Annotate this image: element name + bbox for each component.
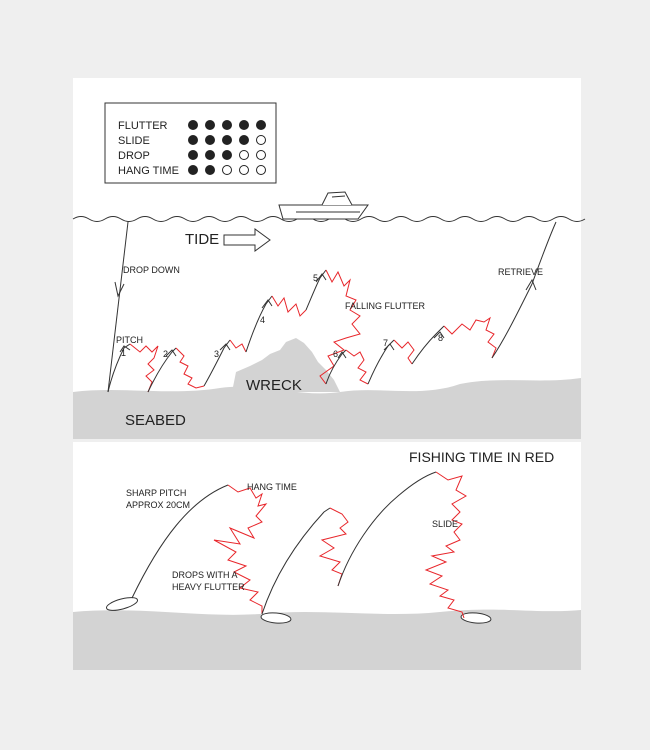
tide-label: TIDE	[185, 231, 219, 248]
wreck-label: WRECK	[246, 377, 302, 394]
rating-dot-filled	[188, 120, 198, 130]
step-number: 6	[333, 349, 338, 359]
step-number: 8	[438, 333, 443, 343]
legend-label-hang-time: HANG TIME	[118, 165, 179, 177]
drops-label-line1: DROPS WITH A	[172, 570, 238, 580]
pitch-curve	[261, 507, 331, 615]
seabed-ground	[73, 378, 581, 439]
wreck-shape	[232, 338, 340, 392]
step-number: 7	[383, 338, 388, 348]
rating-dot-filled	[239, 120, 249, 130]
rating-dot-empty	[256, 165, 266, 175]
drops-label-line2: HEAVY FLUTTER	[172, 582, 245, 592]
step-number: 4	[260, 315, 265, 325]
legend: FLUTTER SLIDE DROP HANG TIME	[104, 102, 277, 184]
rating-dot-filled	[205, 165, 215, 175]
step-number: 2	[163, 349, 168, 359]
rating-dot-filled	[256, 120, 266, 130]
fishing-time-title: FISHING TIME IN RED	[409, 449, 554, 465]
tide-arrow-icon	[223, 228, 271, 252]
rating-dot-filled	[222, 150, 232, 160]
hang-time-label: HANG TIME	[247, 482, 297, 492]
rating-dot-filled	[239, 135, 249, 145]
pitch-label: PITCH	[116, 335, 143, 345]
sharp-pitch-label-line2: APPROX 20CM	[126, 500, 190, 510]
lure-icon	[260, 612, 292, 624]
bottom-seabed-ground	[73, 609, 581, 670]
rating-dot-empty	[256, 150, 266, 160]
drop-down-line	[107, 221, 129, 393]
seabed-label: SEABED	[125, 412, 186, 429]
sharp-pitch-label-line1: SHARP PITCH	[126, 488, 186, 498]
legend-label-flutter: FLUTTER	[118, 120, 168, 132]
legend-label-drop: DROP	[118, 150, 150, 162]
flutter-segment	[318, 507, 349, 587]
step-number: 1	[121, 348, 126, 358]
pitch-curve	[131, 484, 229, 599]
rating-dot-filled	[188, 150, 198, 160]
drop-down-arrow-icon	[114, 281, 125, 298]
rating-dot-filled	[205, 120, 215, 130]
retrieve-label: RETRIEVE	[498, 267, 543, 277]
rating-dot-filled	[188, 165, 198, 175]
lure-icon	[460, 612, 492, 624]
rating-dot-filled	[188, 135, 198, 145]
lure-icon	[105, 597, 139, 611]
rating-dot-filled	[222, 135, 232, 145]
legend-rows: FLUTTER SLIDE DROP HANG TIME	[118, 120, 266, 177]
rating-dot-empty	[239, 150, 249, 160]
rating-dot-empty	[222, 165, 232, 175]
legend-label-slide: SLIDE	[118, 135, 150, 147]
slide-label: SLIDE	[432, 519, 458, 529]
rating-dot-filled	[205, 135, 215, 145]
rating-dot-empty	[256, 135, 266, 145]
rating-dot-empty	[239, 165, 249, 175]
step-number: 3	[214, 349, 219, 359]
boat-icon	[278, 191, 369, 220]
rating-dot-filled	[205, 150, 215, 160]
pitch-curve	[337, 471, 437, 587]
jig-path	[107, 269, 537, 393]
falling-flutter-label: FALLING FLUTTER	[345, 301, 426, 311]
rating-dot-filled	[222, 120, 232, 130]
hang-time-flutter	[213, 484, 268, 614]
slide-flutter	[424, 471, 467, 619]
retrieve-line	[531, 221, 557, 285]
step-number: 5	[313, 273, 318, 283]
drop-down-label: DROP DOWN	[123, 265, 180, 275]
